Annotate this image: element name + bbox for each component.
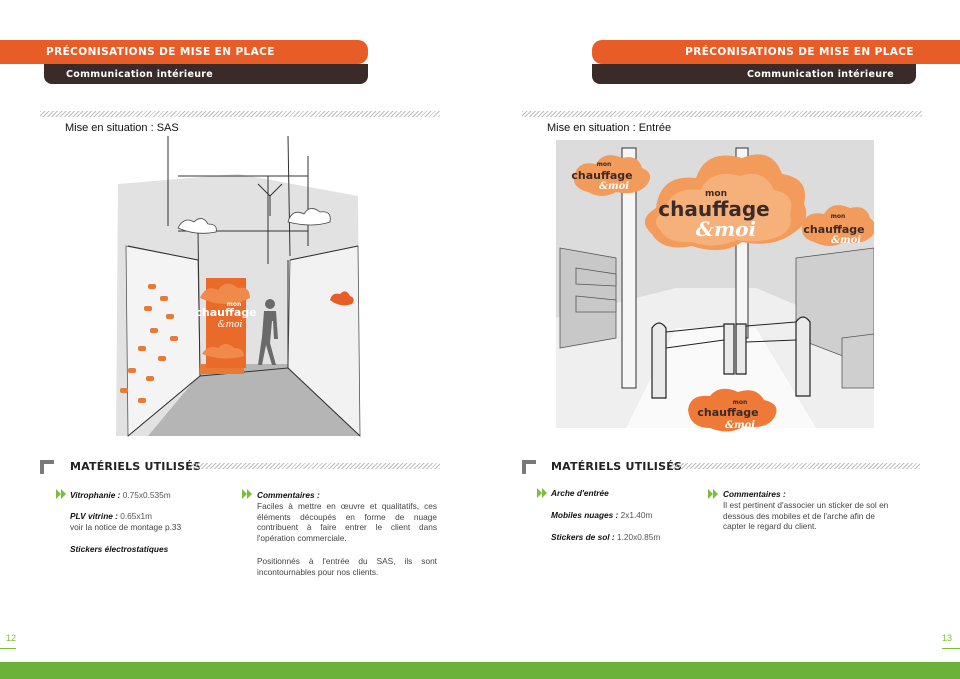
right-material-2-label: Mobiles nuages :: [551, 510, 619, 520]
right-header-title-text: PRÉCONISATIONS DE MISE EN PLACE: [685, 46, 914, 58]
right-materials-arrow-icon: [537, 488, 547, 498]
right-header-subtitle: Communication intérieure: [592, 64, 916, 84]
left-comment-1: Faciles à mettre en œuvre et qualitatifs…: [257, 501, 437, 543]
svg-text:&moi: &moi: [725, 420, 755, 431]
left-comments-arrow-icon: [242, 489, 252, 499]
left-header-subtitle-text: Communication intérieure: [66, 68, 213, 80]
right-hatch-divider: [522, 111, 922, 117]
right-comments-title: Commentaires :: [723, 489, 903, 500]
svg-text:chauffage: chauffage: [571, 169, 632, 182]
sas-illustration: chauffage &moi mon: [116, 136, 361, 437]
left-material-1-value: 0.75x0.535m: [122, 490, 171, 500]
left-material-1: Vitrophanie : 0.75x0.535m: [70, 490, 240, 501]
left-comments-title-text: Commentaires :: [257, 490, 320, 500]
svg-text:&moi: &moi: [599, 181, 629, 192]
right-header-title: PRÉCONISATIONS DE MISE EN PLACE: [592, 40, 960, 64]
left-material-2-label: PLV vitrine :: [70, 511, 118, 521]
left-header-title: PRÉCONISATIONS DE MISE EN PLACE: [0, 40, 368, 64]
left-hatch-divider: [40, 111, 440, 117]
right-section-corner-icon: [522, 460, 536, 474]
svg-text:mon: mon: [733, 399, 748, 406]
left-material-3-label: Stickers électrostatiques: [70, 544, 169, 554]
svg-text:chauffage: chauffage: [697, 406, 758, 419]
right-material-1: Arche d'entrée: [551, 488, 711, 499]
right-comment-1: Il est pertinent d'associer un sticker d…: [723, 500, 889, 532]
svg-text:mon: mon: [597, 161, 612, 168]
right-comments-arrow-icon: [708, 489, 718, 499]
right-material-1-label: Arche d'entrée: [551, 488, 609, 498]
left-page-number: 12: [6, 633, 17, 643]
right-material-3: Stickers de sol : 1.20x0.85m: [551, 532, 711, 543]
svg-text:&moi: &moi: [831, 235, 861, 246]
svg-text:mon: mon: [705, 189, 727, 199]
svg-text:chauffage: chauffage: [658, 197, 769, 221]
left-materials-title: MATÉRIELS UTILISÉS: [70, 460, 202, 473]
left-comments-title: Commentaires :: [257, 490, 437, 501]
right-material-3-value: 1.20x0.85m: [616, 532, 661, 542]
right-header-subtitle-text: Communication intérieure: [747, 68, 894, 80]
svg-text:mon: mon: [227, 301, 242, 308]
left-comment-2: Positionnés à l'entrée du SAS, ils sont …: [257, 556, 437, 577]
svg-text:chauffage: chauffage: [195, 306, 256, 319]
left-material-3: Stickers électrostatiques: [70, 544, 240, 555]
right-page-rule: [942, 648, 960, 649]
svg-text:mon: mon: [831, 213, 846, 220]
left-caption: Mise en situation : SAS: [65, 122, 179, 134]
right-material-2-value: 2x1.40m: [620, 510, 653, 520]
left-header-subtitle: Communication intérieure: [44, 64, 368, 84]
right-materials-title: MATÉRIELS UTILISÉS: [551, 460, 683, 473]
svg-text:chauffage: chauffage: [803, 223, 864, 236]
right-materials-hatch: [670, 463, 920, 469]
footer-bar: [0, 662, 960, 679]
right-material-2: Mobiles nuages : 2x1.40m: [551, 510, 711, 521]
left-material-2: PLV vitrine : 0.65x1m voir la notice de …: [70, 511, 240, 532]
entree-illustration: mon chauffage &moi mon chauffage &moi mo…: [556, 140, 874, 432]
right-caption: Mise en situation : Entrée: [547, 122, 672, 134]
left-material-2-extra: voir la notice de montage p.33: [70, 521, 182, 532]
left-material-1-label: Vitrophanie :: [70, 490, 121, 500]
right-material-3-label: Stickers de sol :: [551, 532, 615, 542]
right-page-number: 13: [942, 633, 953, 643]
svg-text:&moi: &moi: [218, 320, 243, 330]
left-header-title-text: PRÉCONISATIONS DE MISE EN PLACE: [46, 46, 275, 58]
left-material-2-value: 0.65x1m: [120, 511, 153, 521]
svg-text:&moi: &moi: [696, 217, 756, 241]
left-page-rule: [0, 648, 16, 649]
left-section-corner-icon: [40, 460, 54, 474]
right-comments-title-text: Commentaires :: [723, 489, 786, 499]
left-materials-arrow-icon: [56, 489, 66, 499]
left-materials-hatch: [190, 463, 440, 469]
